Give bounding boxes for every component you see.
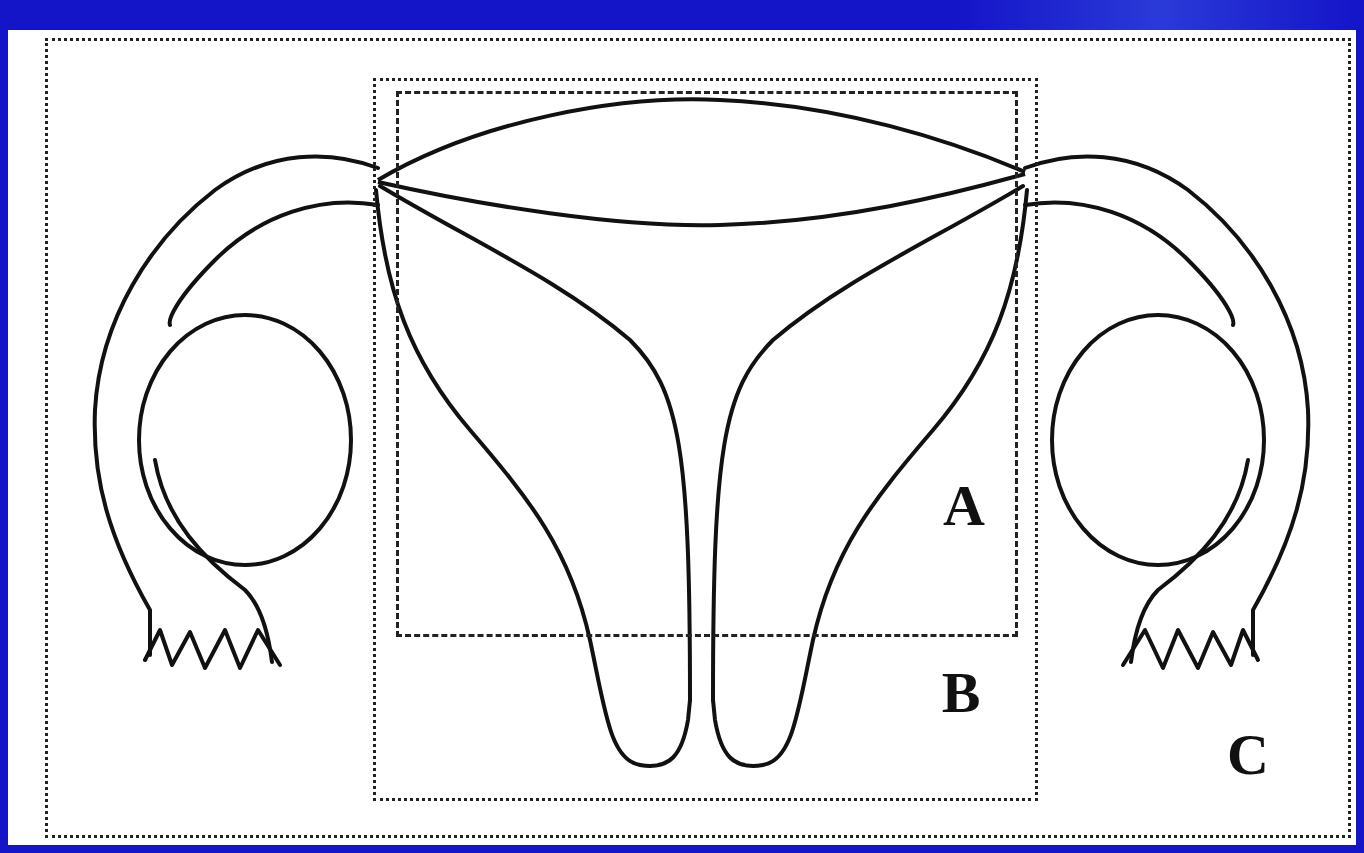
region-box: A bbox=[396, 91, 1018, 637]
slide-bar bbox=[0, 0, 1364, 30]
region-letter: B bbox=[942, 664, 981, 722]
region-box: CBA bbox=[45, 38, 1351, 838]
region-box: BA bbox=[373, 78, 1038, 801]
slide-panel bbox=[8, 30, 1356, 845]
region-letter: A bbox=[943, 477, 985, 535]
region-letter: C bbox=[1227, 726, 1269, 784]
